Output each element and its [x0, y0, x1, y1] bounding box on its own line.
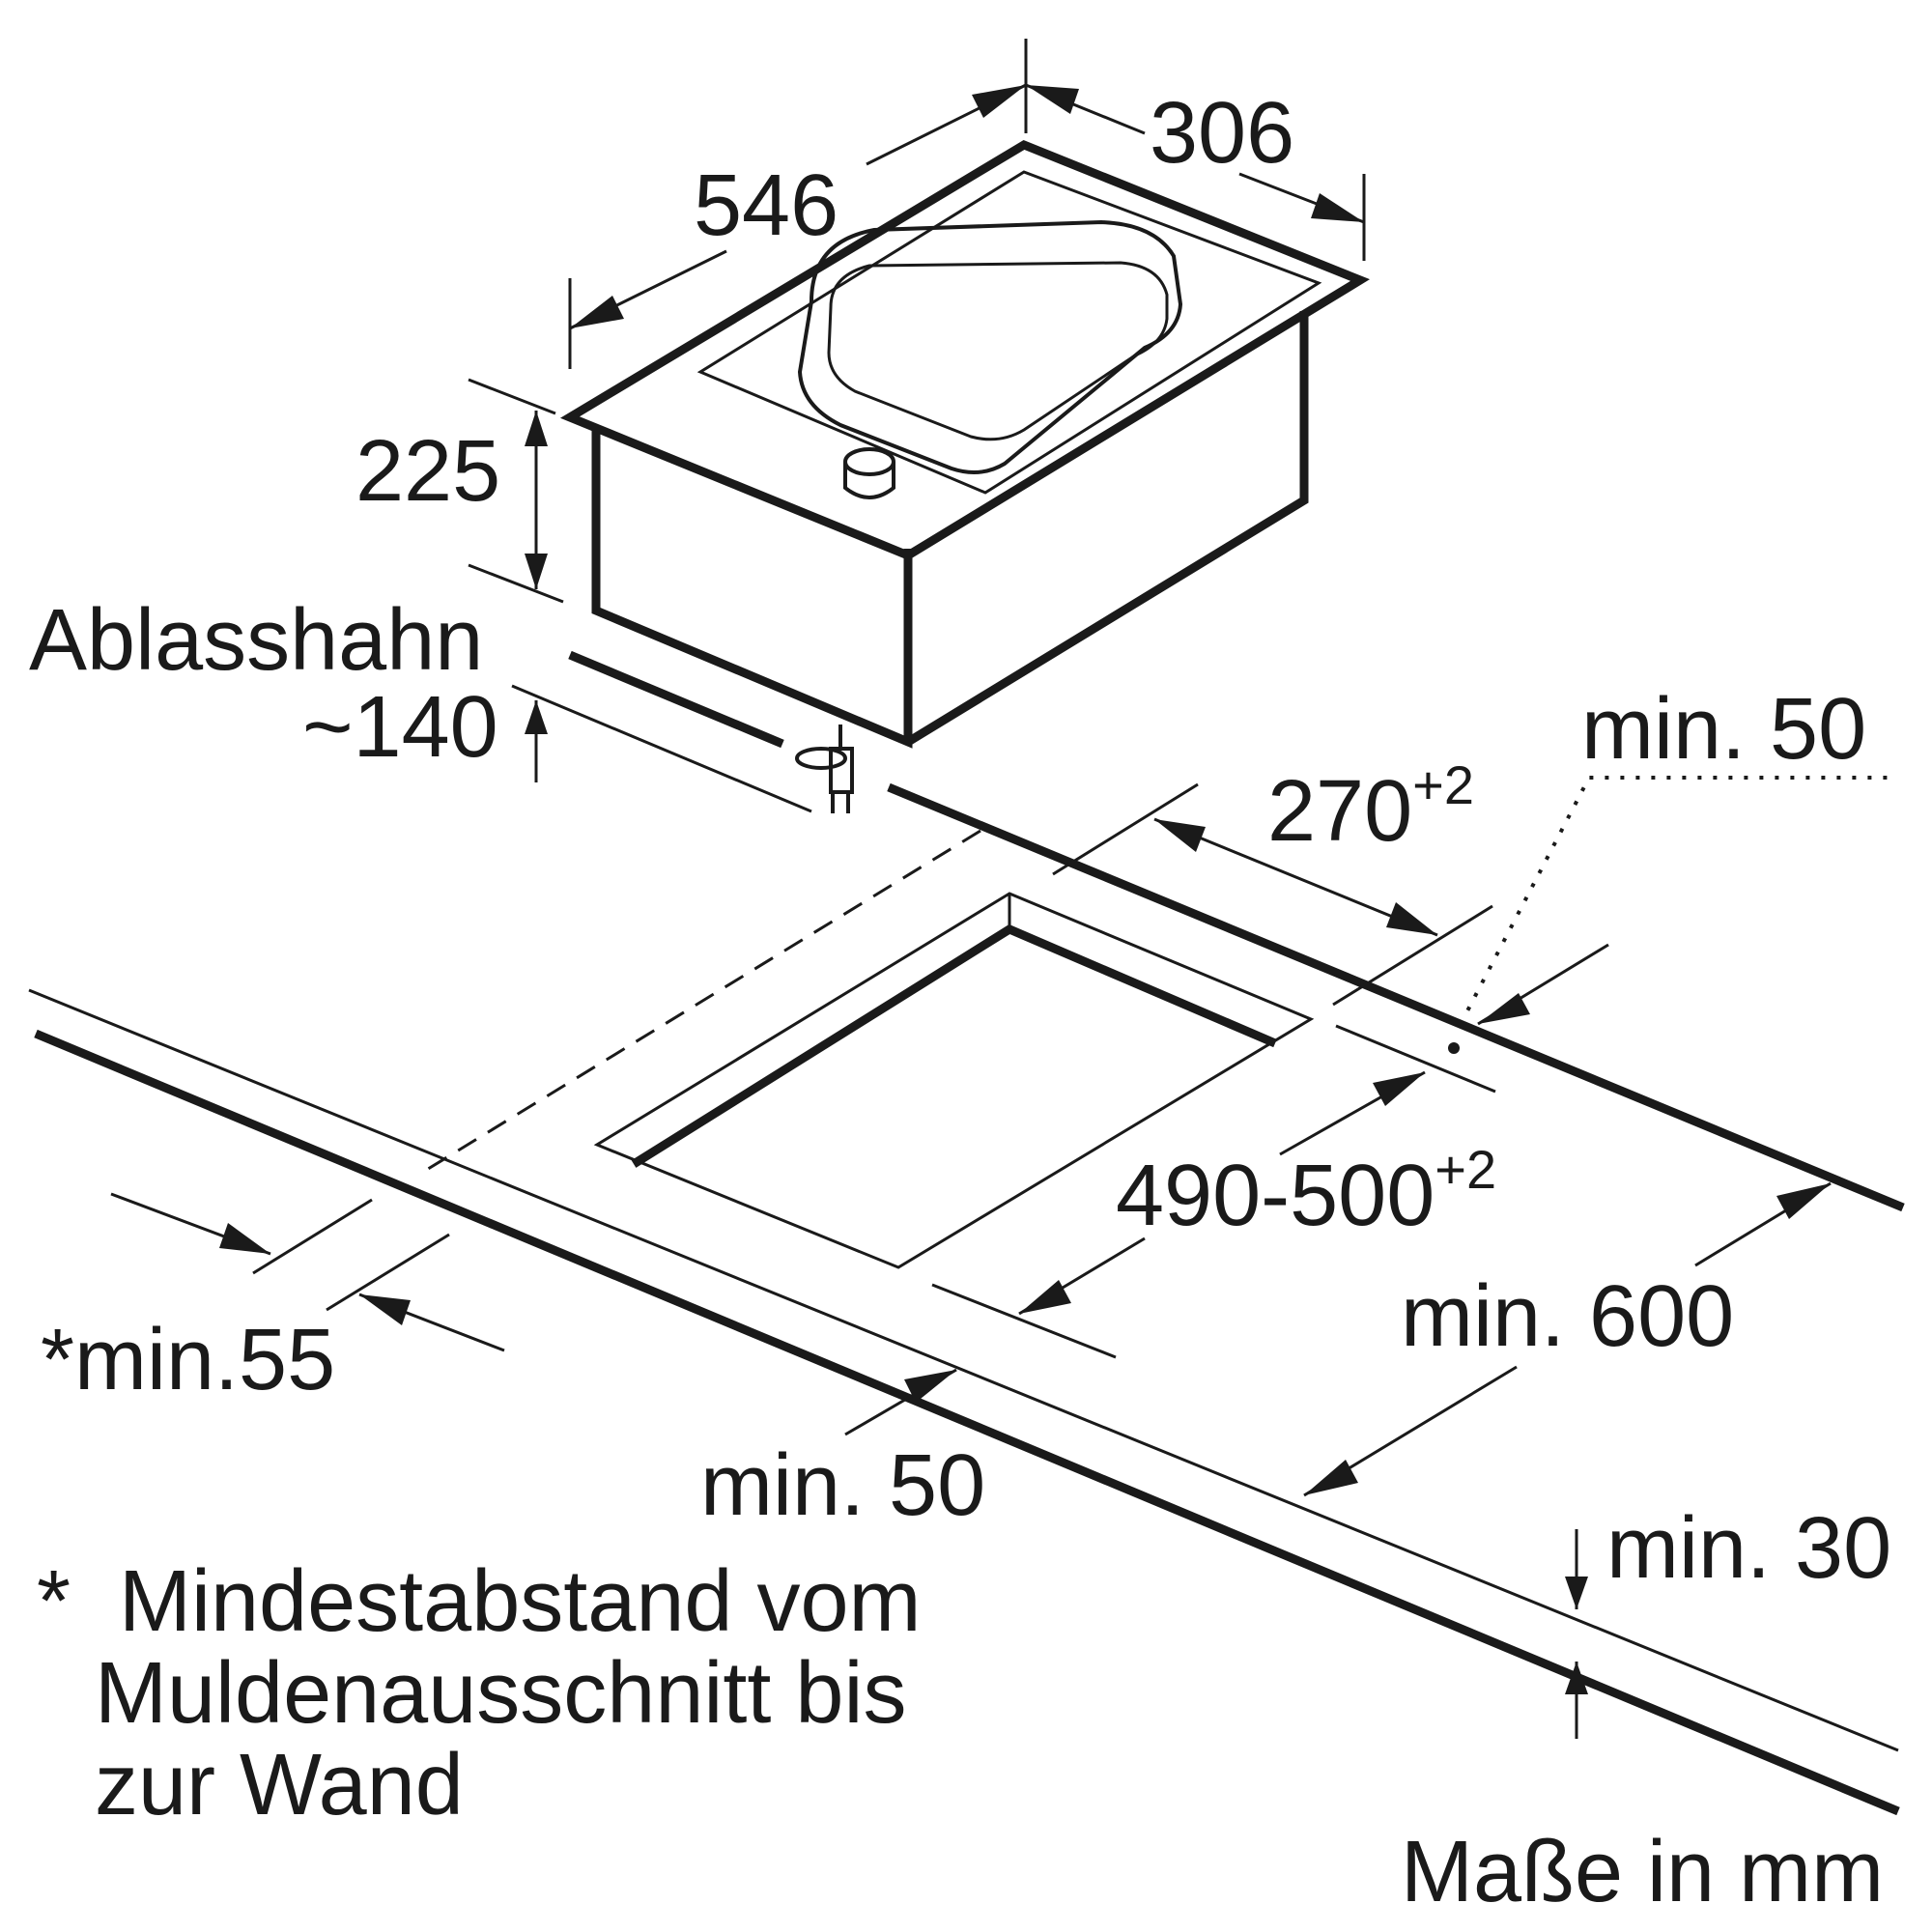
label-306: 306: [1150, 85, 1294, 182]
oil-basin: [797, 219, 1183, 474]
label-min30: min. 30: [1606, 1500, 1891, 1597]
label-270-base: 270: [1267, 763, 1412, 860]
label-490-500-tolerance: +2: [1435, 1139, 1496, 1200]
label-490-500-base: 490-500: [1116, 1148, 1435, 1244]
dim-min55-lines: [110, 1192, 505, 1352]
units-note: Maße in mm: [1401, 1824, 1884, 1920]
label-546: 546: [694, 157, 838, 254]
fryer-appliance: [559, 139, 1371, 813]
fryer-body-side: [905, 311, 1309, 746]
frying-basket: [827, 261, 1169, 441]
dim-min30-lines: [1565, 1529, 1588, 1739]
dim-306-lines: [1024, 39, 1366, 261]
drain-tap-icon: [795, 724, 854, 813]
fryer-top-rim: [559, 139, 1371, 561]
dim-min50-front-lines: [844, 1368, 957, 1436]
label-min55: *min.55: [41, 1312, 335, 1408]
footnote-line-3: zur Wand: [95, 1737, 464, 1833]
label-min600: min. 600: [1401, 1268, 1734, 1365]
countertop: [28, 782, 1905, 1816]
dim-225-lines: [468, 378, 564, 604]
dim-140-lines: [511, 650, 812, 813]
label-270-tolerance: +2: [1412, 754, 1474, 815]
fryer-top-inner: [696, 170, 1322, 495]
label-270: 270+2: [1267, 754, 1474, 860]
label-drain-dim: ~140: [302, 679, 498, 776]
footnote-line-2: Muldenausschnitt bis: [95, 1645, 906, 1742]
label-drain-tap: Ablasshahn: [29, 592, 483, 689]
dim-270-lines: [1052, 782, 1493, 1007]
label-min50-back: min. 50: [1581, 681, 1866, 778]
dim-490-500-lines: [931, 1024, 1496, 1359]
label-225: 225: [355, 423, 500, 520]
label-min50-front: min. 50: [700, 1437, 985, 1534]
dim-min600-lines: [1303, 1181, 1832, 1497]
dim-min50-back-lines: [1448, 776, 1898, 1054]
footnote-line-1: * Mindestabstand vom: [37, 1553, 921, 1650]
dim-546-lines: [568, 83, 1027, 369]
worktop-cutout: [593, 892, 1315, 1269]
label-490-500: 490-500+2: [1116, 1139, 1496, 1244]
control-knob-icon: [843, 447, 895, 499]
